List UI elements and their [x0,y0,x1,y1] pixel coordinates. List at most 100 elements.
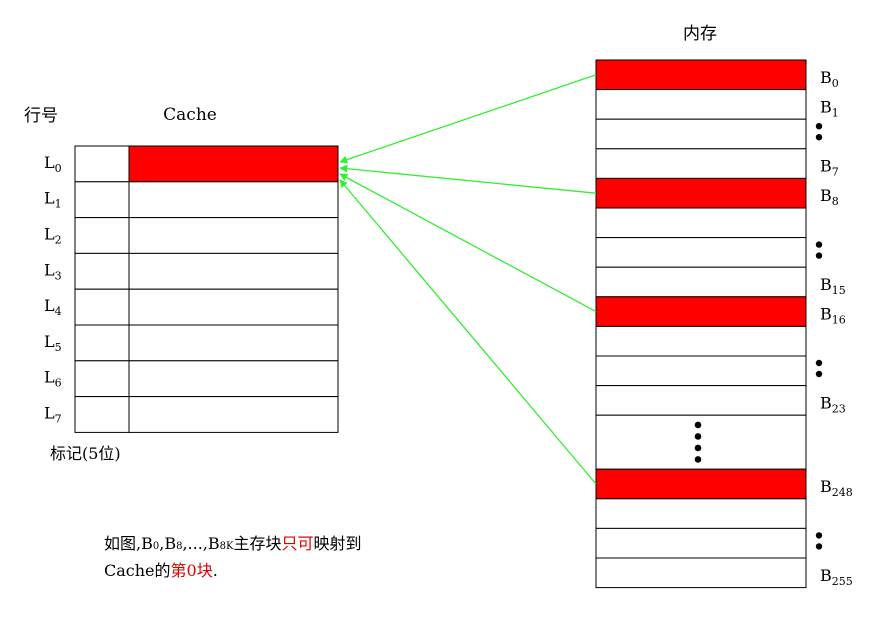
cache-line-label: L1 [44,189,62,211]
cache-data-cell [128,252,339,290]
cache-line-label: L0 [44,153,62,175]
ellipsis-dot [694,444,702,452]
ellipsis-dot [815,134,823,141]
memory-block [595,207,807,239]
memory-title: 内存 [683,24,717,44]
mapping-arrow [339,164,597,194]
ellipsis-dot [815,123,823,130]
memory-block-label: B255 [820,566,853,588]
memory-block: B248 [595,468,853,500]
cache-data-cell-highlighted [128,145,339,183]
cache-line-label: L7 [44,404,62,426]
cache-tag-cell [74,181,130,219]
caption-emphasis-only: 只可 [281,534,314,553]
memory-block-label: B8 [820,186,839,208]
memory-block-label: B23 [820,393,846,415]
ellipsis-dot [815,252,823,259]
ellipsis-dot [694,421,702,429]
memory-block-cell [595,118,807,150]
memory-block-cell [595,385,807,416]
memory-block-cell [595,148,807,179]
memory-block-cell [595,414,807,470]
cache-line-row: L4 [44,288,339,326]
caption-emphasis-block0: 第0块 [170,561,213,580]
memory-block-highlighted [595,468,807,500]
cache-row-header: 行号 [24,106,58,126]
memory-block-cell [595,527,807,559]
memory-block-cell [595,207,807,239]
memory-block-cell [595,237,807,268]
cache-tag-cell [74,324,130,362]
memory-block-cell [595,89,807,120]
memory-block-cell [595,266,807,298]
cache-line-label: L6 [44,368,62,390]
memory-block-label: B248 [820,477,853,499]
memory-block [595,355,823,387]
memory-block: B0 [595,59,839,91]
cache-data-cell [128,217,339,254]
memory-block: B7 [595,148,839,179]
cache-line-row: L3 [44,252,339,290]
memory-block [595,237,823,268]
cache-data-cell [128,396,339,433]
cache-data-cell [128,181,339,219]
memory-block-label: B7 [820,157,839,179]
memory-block-label: B1 [820,97,839,119]
cache-tag-cell [74,288,130,326]
ellipsis-dot [815,359,823,367]
ellipsis-dot [815,543,823,550]
cache-tag-cell [74,145,130,183]
caption-line-2: Cache的第0块. [104,561,218,580]
cache-tag-label: 标记(5位) [50,444,121,463]
memory-block: B1 [595,89,839,120]
memory-block-cell [595,355,807,387]
memory-block: B15 [595,266,846,298]
memory-block [595,527,823,559]
cache-line-row: L7 [44,396,339,433]
cache-data-cell [128,324,339,362]
memory-block: B255 [595,557,853,589]
memory-block-label: B0 [820,68,839,90]
ellipsis-dot [815,370,823,378]
memory-block-cell [595,498,807,529]
memory-block [595,498,807,529]
mapping-arrows [339,74,597,485]
cache-line-row: L2 [44,217,339,254]
memory-block-cell [595,557,807,589]
cache-data-cell [128,360,339,398]
memory-block [595,325,807,357]
memory-block [595,414,807,470]
ellipsis-dot [694,456,702,463]
cache-title: Cache [163,105,217,125]
cache-line-label: L5 [44,332,62,354]
memory-block [595,118,823,150]
cache-line-row: L0 [44,145,339,183]
cache-line-label: L4 [44,296,62,318]
cache-line-label: L3 [44,260,62,282]
memory-block: B23 [595,385,846,416]
memory-block-highlighted [595,296,807,327]
cache-tag-cell [74,396,130,433]
memory-block: B8 [595,177,839,209]
memory-block-label: B16 [820,305,846,327]
mapping-arrow [339,74,597,164]
caption: 如图,B0,B8,...,B8K主存块只可映射到 Cache的第0块. [104,532,362,583]
ellipsis-dot [694,433,702,440]
memory-block-cell [595,325,807,357]
cache-tag-cell [74,217,130,254]
memory-block-highlighted [595,59,807,91]
cache-tag-cell [74,360,130,398]
cache-line-row: L1 [44,181,339,219]
memory-block: B16 [595,296,846,327]
cache-data-cell [128,288,339,326]
caption-line-1: 如图,B0,B8,...,B8K主存块只可映射到 [104,534,362,553]
cache-tag-cell [74,252,130,290]
memory-block-highlighted [595,177,807,209]
cache-line-row: L5 [44,324,339,362]
memory-block-label: B15 [820,275,846,297]
mapping-arrow [339,179,597,485]
ellipsis-dot [815,532,823,539]
cache-line-label: L2 [44,225,62,247]
